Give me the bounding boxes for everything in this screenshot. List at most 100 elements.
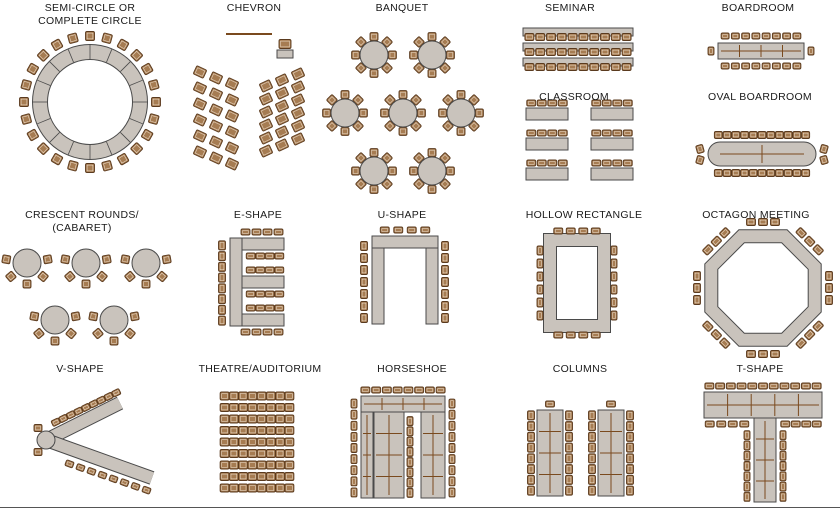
chair-seat <box>381 228 388 232</box>
chair-seat <box>538 260 542 267</box>
chair-seat <box>627 444 633 451</box>
hollow-rect-table-outline <box>543 233 611 333</box>
chair <box>804 329 816 341</box>
chair-seat <box>802 132 809 138</box>
chair-seat <box>226 95 238 105</box>
chair-seat <box>230 450 238 457</box>
chair-seat <box>805 237 814 246</box>
classroom-table <box>590 137 634 151</box>
chair-seat <box>614 131 621 135</box>
chair <box>193 129 207 143</box>
chair-seat <box>724 170 730 176</box>
chair-seat <box>267 462 275 468</box>
chair-seat <box>727 384 734 388</box>
chair <box>695 144 705 154</box>
chair-seat <box>352 52 359 58</box>
chair-seat <box>589 476 595 484</box>
chair <box>790 420 801 428</box>
chair-seat <box>470 122 478 130</box>
chair <box>801 131 811 139</box>
chair-seat <box>219 306 225 314</box>
chair-seat <box>627 487 633 494</box>
chair-seat <box>99 472 106 478</box>
chair-seat <box>352 489 356 496</box>
chair-seat <box>383 180 391 188</box>
chair-seat <box>276 462 284 468</box>
chair-seat <box>66 272 74 281</box>
chair-seat <box>98 272 106 281</box>
chair-seat <box>781 473 785 480</box>
chair-seat <box>226 143 238 153</box>
chair <box>535 48 546 56</box>
chair-seat <box>361 290 367 298</box>
chair-seat <box>357 38 365 46</box>
chair-seat <box>694 296 700 304</box>
chair <box>284 460 295 470</box>
chair <box>825 271 833 281</box>
chair-seat <box>257 254 264 258</box>
chair-seat <box>28 64 38 74</box>
chair <box>284 437 295 447</box>
chair-seat <box>286 450 293 457</box>
chair-seat <box>627 412 633 419</box>
chair-seat <box>35 425 41 431</box>
chair-seat <box>371 186 377 193</box>
chair <box>622 129 633 137</box>
chair-seat <box>759 351 767 357</box>
chair <box>730 32 740 40</box>
chair-seat <box>528 487 534 494</box>
chair-seat <box>230 404 238 411</box>
chair-seat <box>528 131 535 135</box>
chair-seat <box>785 132 791 138</box>
chair <box>819 155 829 165</box>
chair-seat <box>441 64 449 72</box>
chair-seat <box>794 34 800 38</box>
chair-seat <box>458 91 464 98</box>
chair-seat <box>547 34 555 40</box>
chair <box>193 81 207 95</box>
chair-seat <box>589 412 595 419</box>
chair <box>713 169 723 177</box>
chair-seat <box>718 422 725 426</box>
chair-seat <box>361 266 367 274</box>
chair-seat <box>276 404 284 411</box>
chair-seat <box>67 412 74 418</box>
chair-seat <box>805 330 814 339</box>
chair-seat <box>257 268 264 272</box>
chair-seat <box>386 122 394 130</box>
chair-seat <box>537 64 544 70</box>
chair <box>751 32 761 40</box>
chair-seat <box>276 254 283 258</box>
chair <box>766 131 776 139</box>
chair <box>795 337 807 349</box>
seminar-table <box>522 27 634 37</box>
chair-seat <box>603 131 610 135</box>
chair <box>427 184 437 194</box>
chair-seat <box>219 317 225 324</box>
chair-seat <box>276 127 288 137</box>
chair <box>704 420 715 428</box>
u-side-table <box>371 247 385 325</box>
chair-seat <box>569 49 576 55</box>
chair-seat <box>624 101 631 105</box>
chair-seat <box>275 330 282 334</box>
chair <box>161 254 172 265</box>
chair-seat <box>383 154 391 162</box>
chair <box>225 141 239 155</box>
chair-seat <box>697 145 703 153</box>
chair <box>416 108 426 118</box>
chair-seat <box>258 473 265 480</box>
chair <box>758 350 768 358</box>
chair-seat <box>258 404 265 411</box>
label-seminar: SEMINAR <box>545 2 595 14</box>
chair-seat <box>230 462 238 468</box>
chair-seat <box>566 487 572 494</box>
chair <box>553 331 564 339</box>
chair-seat <box>142 130 152 140</box>
chair <box>130 49 143 62</box>
e-spine-table <box>229 237 243 327</box>
chair-seat <box>221 427 228 434</box>
chair-seat <box>86 32 94 40</box>
chair-seat <box>276 114 288 124</box>
chair-seat <box>528 476 534 484</box>
